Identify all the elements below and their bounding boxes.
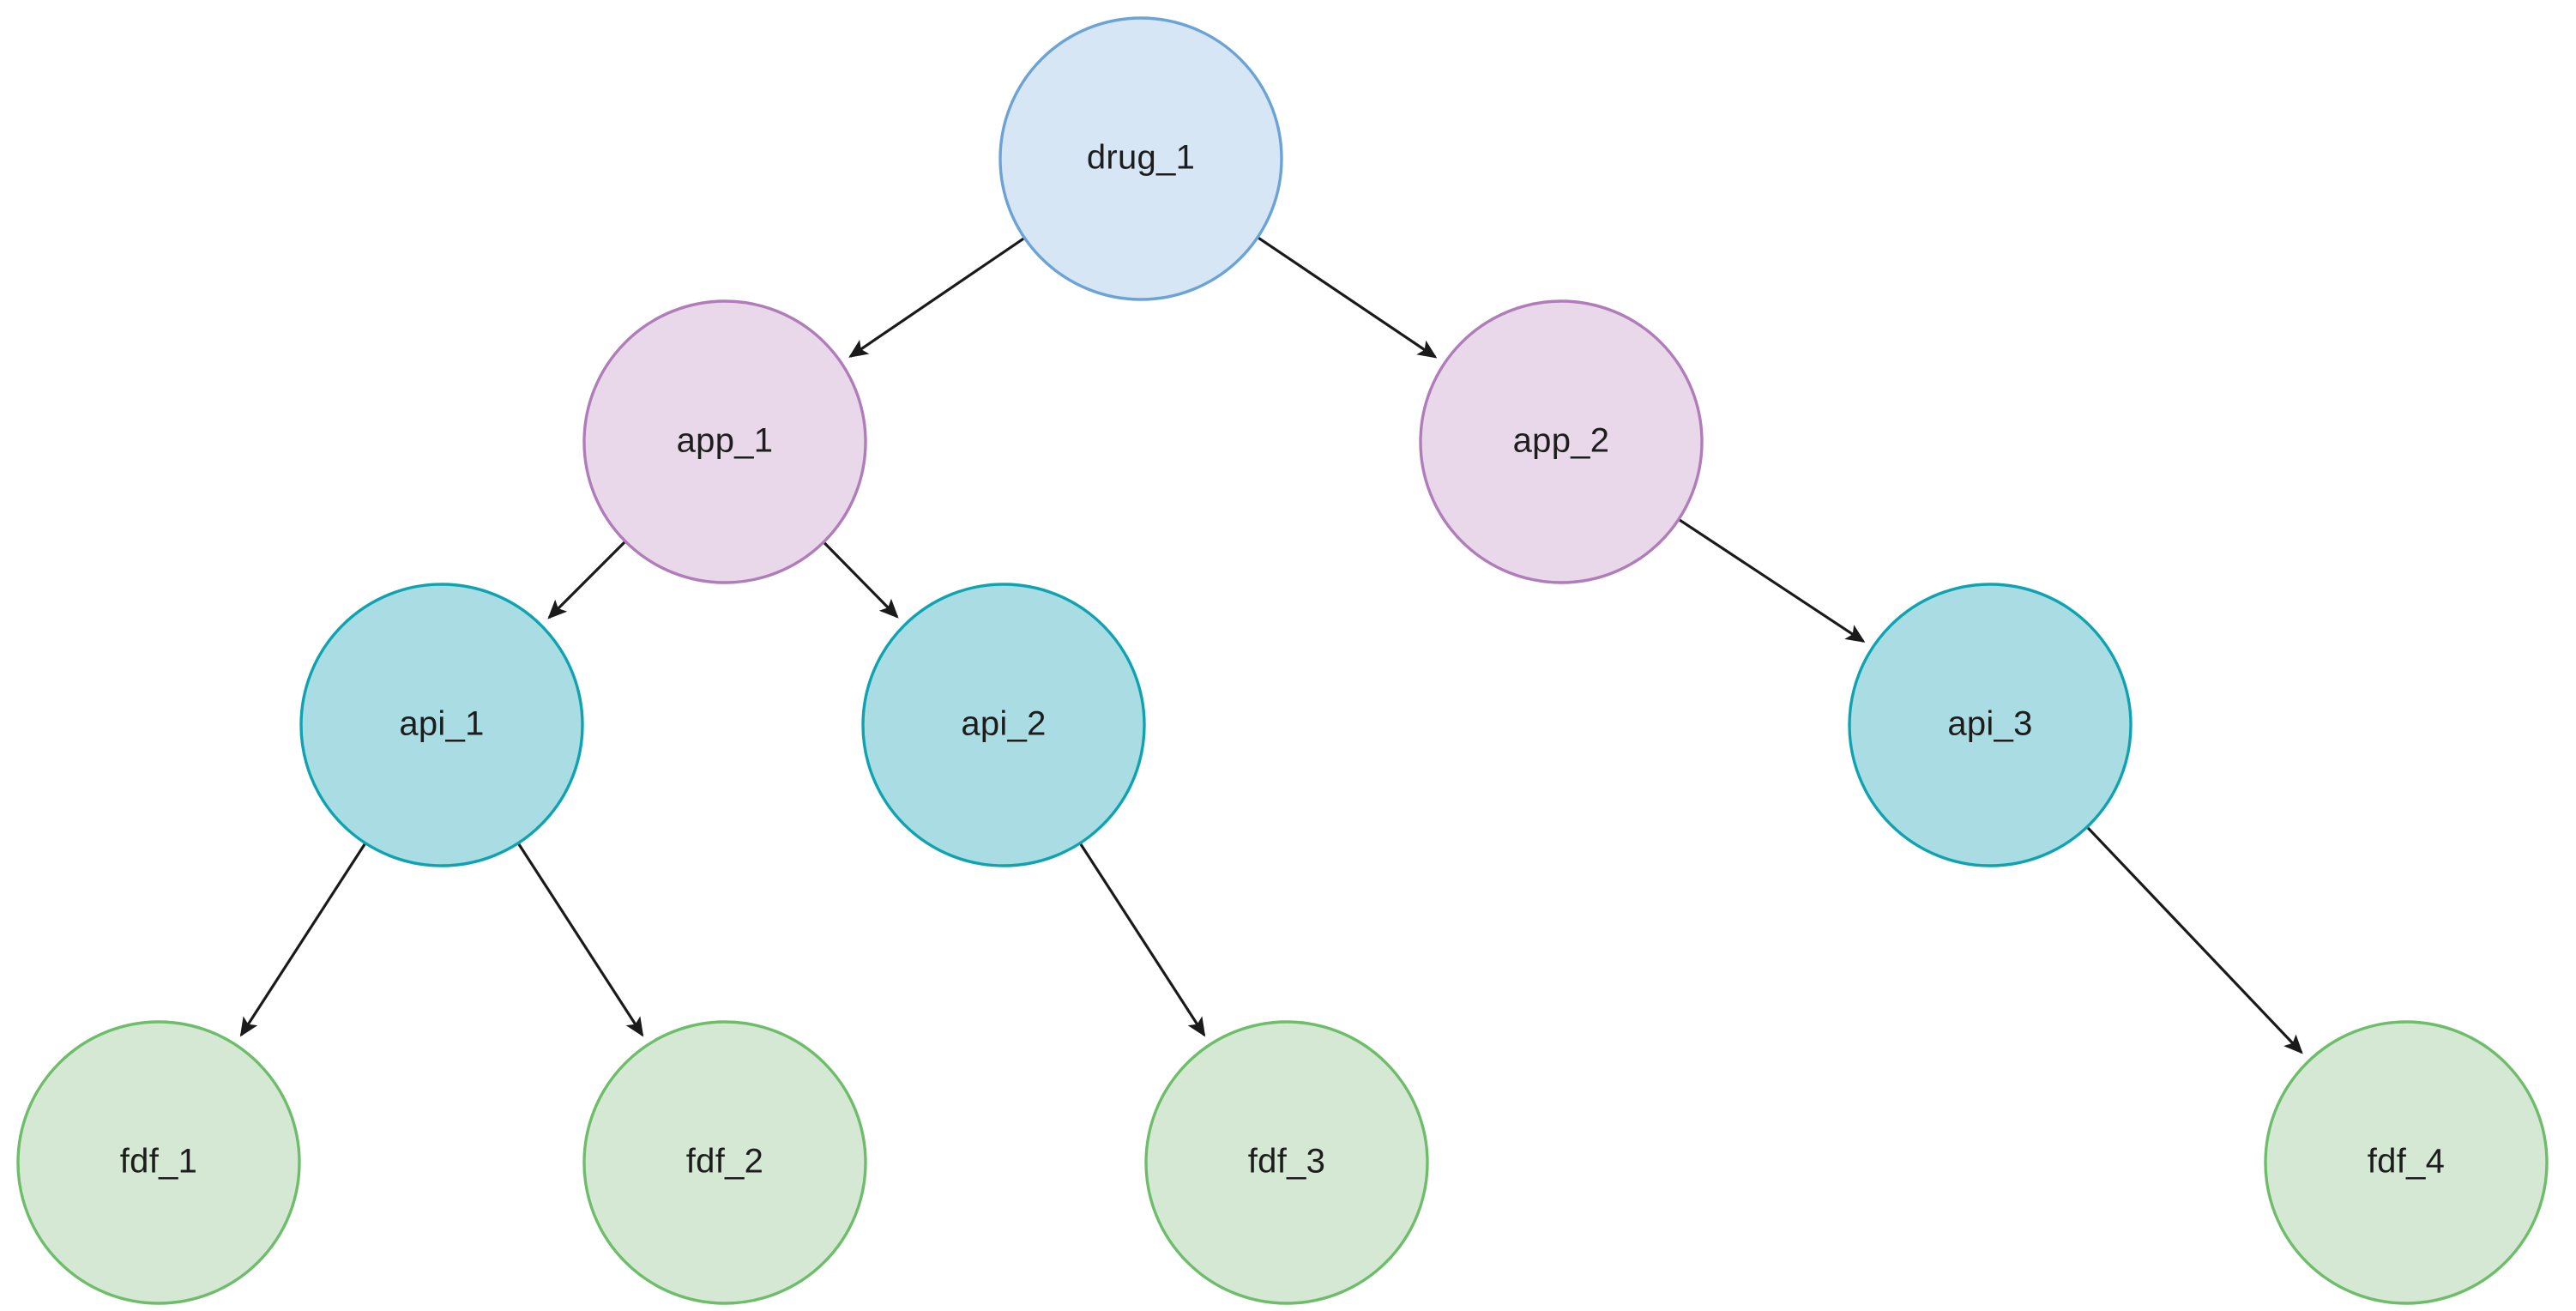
node-fdf_3[interactable]: fdf_3 xyxy=(1144,1020,1429,1305)
node-label-fdf_4: fdf_4 xyxy=(2368,1143,2445,1181)
node-fdf_2[interactable]: fdf_2 xyxy=(582,1020,867,1305)
edge-api_2-to-fdf_3 xyxy=(1078,842,1206,1037)
node-label-app_2: app_2 xyxy=(1513,422,1610,460)
node-drug_1[interactable]: drug_1 xyxy=(998,16,1283,301)
node-api_1[interactable]: api_1 xyxy=(299,583,584,867)
edge-api_3-to-fdf_4 xyxy=(2085,825,2303,1054)
node-label-api_2: api_2 xyxy=(961,705,1046,743)
node-circle-api_3[interactable] xyxy=(1848,583,2133,867)
node-api_3[interactable]: api_3 xyxy=(1848,583,2133,867)
node-circle-app_2[interactable] xyxy=(1419,299,1704,584)
node-circle-drug_1[interactable] xyxy=(998,16,1283,301)
edge-app_1-to-api_1 xyxy=(547,540,627,619)
node-circle-fdf_1[interactable] xyxy=(16,1020,301,1305)
node-api_2[interactable]: api_2 xyxy=(861,583,1146,867)
node-label-fdf_1: fdf_1 xyxy=(120,1143,197,1181)
node-circle-api_1[interactable] xyxy=(299,583,584,867)
node-label-fdf_3: fdf_3 xyxy=(1248,1143,1325,1181)
nodes-layer: drug_1 app_1 app_2 api_1 api_2 api_3 fdf_1 fdf_… xyxy=(16,16,2549,1305)
node-app_2[interactable]: app_2 xyxy=(1419,299,1704,584)
node-fdf_1[interactable]: fdf_1 xyxy=(16,1020,301,1305)
node-label-api_3: api_3 xyxy=(1947,705,2032,743)
edges-layer xyxy=(239,236,2303,1054)
edge-drug_1-to-app_1 xyxy=(848,236,1026,358)
node-label-app_1: app_1 xyxy=(677,422,774,460)
node-circle-fdf_3[interactable] xyxy=(1144,1020,1429,1305)
node-label-fdf_2: fdf_2 xyxy=(686,1143,763,1181)
node-circle-app_1[interactable] xyxy=(582,299,867,584)
edge-drug_1-to-app_2 xyxy=(1257,236,1438,359)
node-app_1[interactable]: app_1 xyxy=(582,299,867,584)
node-label-drug_1: drug_1 xyxy=(1087,139,1195,177)
edge-app_1-to-api_2 xyxy=(822,541,899,619)
edge-api_1-to-fdf_1 xyxy=(239,842,367,1037)
edge-app_2-to-api_3 xyxy=(1678,517,1866,643)
node-fdf_4[interactable]: fdf_4 xyxy=(2264,1020,2549,1305)
edge-api_1-to-fdf_2 xyxy=(516,842,644,1037)
node-circle-api_2[interactable] xyxy=(861,583,1146,867)
node-label-api_1: api_1 xyxy=(399,705,484,743)
node-circle-fdf_2[interactable] xyxy=(582,1020,867,1305)
node-circle-fdf_4[interactable] xyxy=(2264,1020,2549,1305)
